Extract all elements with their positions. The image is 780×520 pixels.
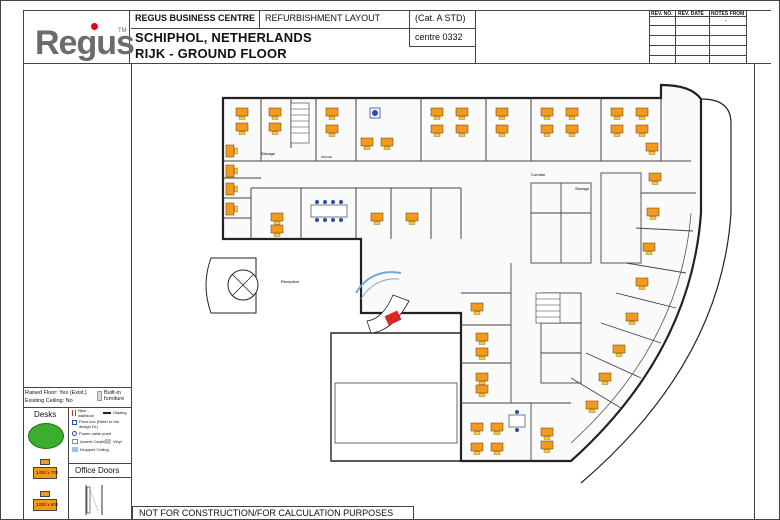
dropped-ceiling-swatch bbox=[72, 447, 78, 452]
layout-type: REFURBISHMENT LAYOUT bbox=[265, 13, 381, 23]
tb-col-rev bbox=[649, 10, 650, 63]
right-border bbox=[754, 63, 755, 520]
legend-line-doors-2 bbox=[68, 477, 131, 478]
building-outline bbox=[221, 83, 703, 463]
tb-rev-row-3 bbox=[649, 45, 746, 46]
meeting-table-middle bbox=[310, 200, 348, 222]
curved-inner-wall bbox=[570, 212, 692, 444]
category: (Cat. A STD) bbox=[415, 13, 466, 23]
floor-plan: Storage Storage Corridor Reception OFFIC… bbox=[205, 83, 732, 484]
desk-chair-swatch-2 bbox=[40, 491, 50, 497]
tb-col-2 bbox=[409, 10, 410, 46]
existing-ceiling-text: Existing Ceiling: No bbox=[25, 398, 73, 404]
reception-label: Reception bbox=[281, 279, 299, 284]
desk-1200-swatch bbox=[33, 499, 57, 511]
office-label: OFFICE bbox=[321, 155, 332, 159]
dropped-ceiling-text: Dropped Ceiling bbox=[80, 447, 109, 452]
storage-label-2: Storage bbox=[575, 186, 590, 191]
entrance-rotunda bbox=[205, 257, 259, 314]
stairs-core bbox=[535, 292, 561, 324]
office-doors-heading: Office Doors bbox=[75, 466, 120, 475]
legend-top-line bbox=[23, 387, 131, 388]
legend-line-2 bbox=[23, 407, 131, 408]
accent-carpet-swatch bbox=[72, 439, 78, 444]
centre-number: centre 0332 bbox=[415, 32, 463, 42]
tb-border-left bbox=[23, 10, 24, 63]
desks-heading: Desks bbox=[34, 410, 57, 419]
tb-col-notes bbox=[709, 10, 710, 63]
lower-wing bbox=[330, 332, 462, 462]
tb-col-date bbox=[675, 10, 676, 63]
desk-size-1200: 1200 x 600 bbox=[36, 502, 59, 507]
disclaimer-note: NOT FOR CONSTRUCTION/FOR CALCULATION PUR… bbox=[132, 506, 414, 520]
built-in-furniture-text: Built-in furniture bbox=[104, 390, 125, 402]
legend-line-doors bbox=[68, 463, 131, 464]
accent-carpet-text: Accent Carpet bbox=[80, 439, 106, 444]
radial-office-walls bbox=[570, 160, 696, 409]
lower-offices bbox=[461, 263, 571, 461]
reception-desk bbox=[355, 271, 410, 334]
middle-office-walls bbox=[223, 177, 462, 239]
location: SCHIPHOL, NETHERLANDS bbox=[135, 30, 312, 45]
power-cable-icon bbox=[72, 431, 77, 436]
new-wall-swatch bbox=[72, 410, 76, 416]
legend-panel: Raised Floor: Yes (Exist.) Existing Ceil… bbox=[23, 387, 131, 519]
rev-date-header: REV. DATE bbox=[678, 11, 704, 17]
vinyl-text: Vinyl bbox=[113, 439, 122, 444]
meeting-table-bottom bbox=[508, 410, 526, 432]
legend-divider bbox=[131, 63, 132, 520]
tb-col-end bbox=[746, 10, 747, 63]
tb-border-top bbox=[23, 10, 771, 11]
notes-value: - bbox=[725, 18, 727, 24]
tb-rev-row-2 bbox=[649, 35, 746, 36]
service-core bbox=[530, 172, 642, 384]
new-wall-text: New wall/door bbox=[78, 408, 95, 418]
meeting-table-swatch bbox=[28, 423, 64, 449]
tb-border-bottom bbox=[23, 63, 771, 64]
stairs-top bbox=[290, 102, 310, 144]
desk-size-1400: 1400 x 700 bbox=[36, 470, 59, 475]
tb-col-3 bbox=[475, 10, 476, 63]
tb-rev-row-1 bbox=[649, 25, 746, 26]
storage-label-1: Storage bbox=[261, 151, 276, 156]
rev-no-header: REV. NO. bbox=[651, 11, 673, 17]
power-cable-text: Power cable point bbox=[79, 431, 111, 436]
glazing-swatch bbox=[103, 412, 111, 414]
left-border bbox=[23, 63, 24, 520]
meeting-table-top bbox=[369, 107, 381, 119]
tb-row-2 bbox=[409, 46, 475, 47]
desk-1400-swatch bbox=[33, 467, 57, 479]
built-in-furniture-swatch bbox=[97, 391, 102, 401]
desk-chair-swatch bbox=[40, 459, 50, 465]
floor-box-icon bbox=[72, 420, 77, 425]
logo-trademark: TM bbox=[118, 28, 127, 34]
company-name: REGUS BUSINESS CENTRE bbox=[135, 13, 256, 23]
logo-dot-icon bbox=[91, 23, 98, 30]
office-door-diagram bbox=[85, 485, 103, 515]
corridor-label: Corridor bbox=[531, 172, 546, 177]
vinyl-swatch bbox=[105, 439, 111, 444]
curved-facade bbox=[580, 98, 732, 484]
notes-header: NOTES FROM bbox=[711, 11, 745, 17]
tb-rev-header-line bbox=[649, 16, 746, 17]
floor-name: RIJK - GROUND FLOOR bbox=[135, 46, 287, 61]
logo-cell: Regus TM bbox=[23, 10, 135, 63]
tb-col-1 bbox=[259, 10, 260, 28]
regus-logo: Regus bbox=[35, 24, 135, 62]
glazing-text: Glazing bbox=[113, 410, 127, 415]
tb-row-1 bbox=[131, 28, 475, 29]
floor-box-text: Floor box (Refer to the design DL) bbox=[79, 419, 120, 429]
raised-floor-text: Raised Floor: Yes (Exist.) bbox=[25, 390, 87, 396]
lower-room bbox=[334, 382, 458, 444]
tb-rev-row-4 bbox=[649, 55, 746, 56]
